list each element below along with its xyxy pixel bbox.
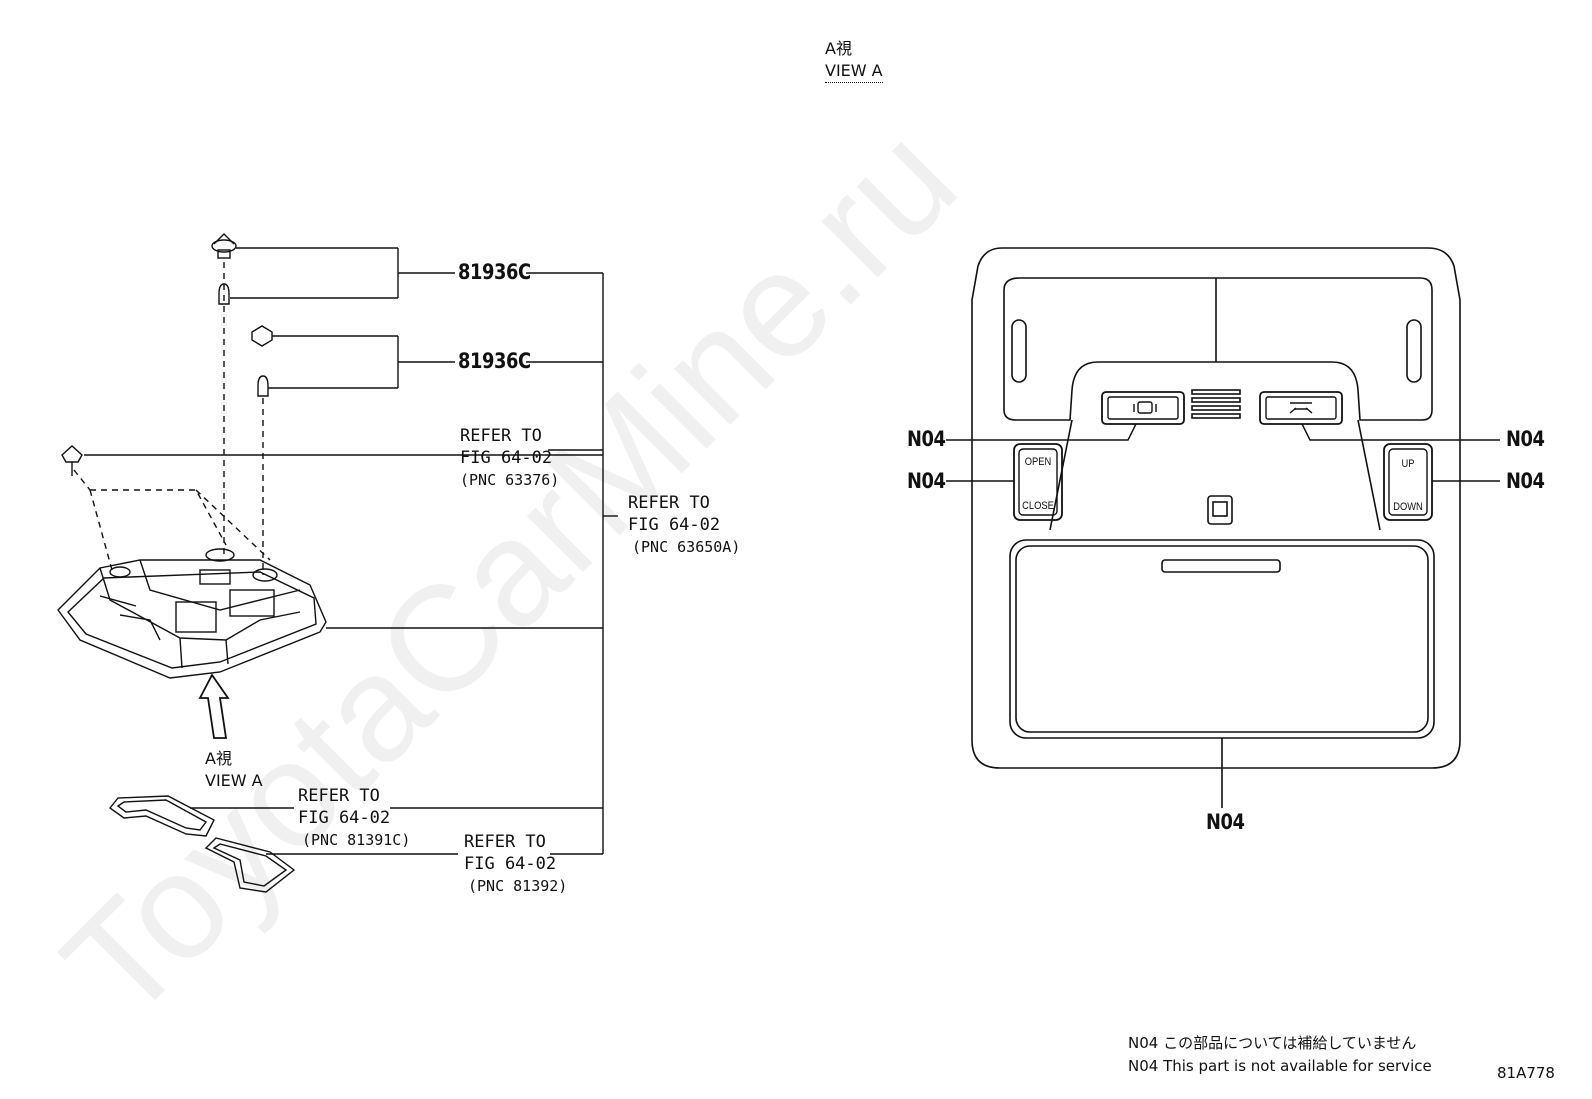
refer-63376-line2: FIG 64-02 xyxy=(460,448,553,468)
refer-63376-line1: REFER TO xyxy=(460,426,542,446)
footnote-en: N04 This part is not available for servi… xyxy=(1128,1057,1432,1075)
callout-n04-sunshade: N04 xyxy=(907,427,946,451)
footnote-jp: N04 この部品については補給していません xyxy=(1128,1034,1417,1052)
open-label: OPEN xyxy=(1024,456,1052,468)
refer-81391c-line3: (PNC 81391C) xyxy=(302,831,411,849)
callout-n04-up-down: N04 xyxy=(1506,469,1545,493)
part-number-clip-upper: 81936C xyxy=(458,260,531,284)
open-close-button[interactable] xyxy=(1013,443,1063,521)
down-label: DOWN xyxy=(1393,501,1423,513)
view-a-panel xyxy=(971,247,1461,808)
view-arrow-icon xyxy=(198,673,230,739)
up-label: UP xyxy=(1401,458,1415,470)
part-number-clip-lower: 81936C xyxy=(458,349,531,373)
screw-icon xyxy=(61,445,603,476)
clip-pin-lower xyxy=(257,375,269,397)
gasket-upper xyxy=(108,795,215,837)
view-header-jp: A視 xyxy=(825,39,852,58)
callout-n04-open-close: N04 xyxy=(907,469,946,493)
callout-n04-map-light: N04 xyxy=(1506,427,1545,451)
refer-81391c-line1: REFER TO xyxy=(298,786,380,806)
up-down-button[interactable] xyxy=(1383,443,1433,521)
map-light-button[interactable] xyxy=(1259,391,1343,425)
refer-81392-line3: (PNC 81392) xyxy=(468,877,568,895)
view-header-en: VIEW A xyxy=(825,60,883,83)
refer-63650a-line3: (PNC 63650A) xyxy=(632,538,741,556)
refer-81392-line2: FIG 64-02 xyxy=(464,854,557,874)
figure-id: 81A778 xyxy=(1497,1064,1555,1082)
refer-81392-line1: REFER TO xyxy=(464,832,546,852)
sunshade-button[interactable] xyxy=(1101,391,1185,425)
console-housing xyxy=(57,548,327,679)
refer-63650a-line2: FIG 64-02 xyxy=(628,515,721,535)
refer-63650a-line1: REFER TO xyxy=(628,493,710,513)
view-arrow-label-jp: A視 xyxy=(205,749,232,768)
close-label: CLOSE xyxy=(1022,500,1054,512)
clip-head-lower xyxy=(251,325,273,347)
clip-head-upper xyxy=(211,233,237,259)
view-arrow-label-en: VIEW A xyxy=(205,771,263,790)
callout-n04-lid: N04 xyxy=(1206,810,1245,834)
refer-81391c-line2: FIG 64-02 xyxy=(298,808,391,828)
refer-63376-line3: (PNC 63376) xyxy=(460,471,560,489)
gasket-lower xyxy=(204,837,296,893)
